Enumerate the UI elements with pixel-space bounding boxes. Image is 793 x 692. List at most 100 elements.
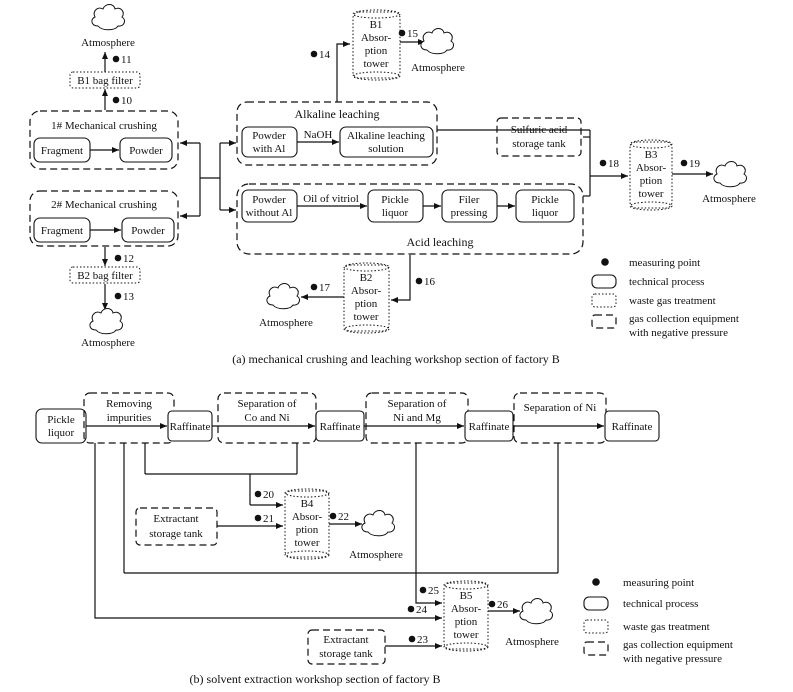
atmosphere-label: Atmosphere (411, 62, 465, 74)
process-label: liquor (532, 207, 559, 219)
measuring-point-26 (488, 600, 496, 608)
tower-label: ption (365, 45, 388, 57)
measuring-point-10 (112, 96, 120, 104)
measuring-point-label: 17 (319, 282, 331, 294)
alkaline-leaching-group (236, 101, 438, 166)
caption-a: (a) mechanical crushing and leaching wor… (232, 352, 560, 366)
mechanical-crushing-2-title: 2# Mechanical crushing (51, 199, 157, 211)
process-label: with Al (253, 143, 286, 155)
measuring-point-label: 23 (417, 634, 429, 646)
legend-label: technical process (629, 276, 704, 288)
mechanical-crushing-1-title: 1# Mechanical crushing (51, 120, 157, 132)
measuring-point-label: 13 (123, 291, 135, 303)
measuring-point-label: 22 (338, 511, 349, 523)
process-label: liquor (382, 207, 409, 219)
b1-bag-filter-label: B1 bag filter (77, 75, 133, 87)
legend-measuring-point-icon (592, 578, 600, 586)
atmosphere-cloud-icon (89, 308, 124, 335)
separation-ni-group (513, 392, 607, 444)
group-title: Separation of (238, 398, 297, 410)
b1-absorption-tower (352, 9, 401, 81)
group-title: Removing (106, 398, 152, 410)
pickle-liquor-process (515, 189, 575, 223)
mechanical-crushing-2-group (29, 190, 179, 247)
atmosphere-cloud-icon (420, 28, 455, 55)
tower-label: ption (640, 175, 663, 187)
tower-label: tower (353, 311, 378, 323)
naoh-label: NaOH (304, 129, 333, 141)
legend-measuring-point-icon (601, 258, 609, 266)
process-label: Raffinate (469, 421, 510, 433)
measuring-point-12 (114, 254, 122, 262)
measuring-point-11 (112, 55, 120, 63)
tower-label: Absor- (292, 511, 323, 523)
alkaline-leaching-title: Alkaline leaching (295, 107, 380, 121)
tank-label: storage tank (149, 528, 203, 540)
atmosphere-cloud-icon (519, 598, 554, 625)
measuring-point-16 (415, 277, 423, 285)
legend-label: with negative pressure (623, 653, 722, 665)
legend-label: measuring point (629, 257, 700, 269)
tower-label: ption (355, 298, 378, 310)
legend-label: waste gas treatment (623, 621, 710, 633)
atmosphere-label: Atmosphere (349, 549, 403, 561)
tower-label: tower (363, 58, 388, 70)
powder-process (119, 137, 173, 163)
measuring-point-18 (599, 159, 607, 167)
process-label: Raffinate (320, 421, 361, 433)
tower-label: tower (294, 537, 319, 549)
tower-label: Absor- (636, 162, 667, 174)
measuring-point-label: 12 (123, 253, 134, 265)
b2-absorption-tower (343, 262, 390, 334)
measuring-point-24 (407, 605, 415, 613)
tower-label: B3 (645, 149, 658, 161)
measuring-point-25 (419, 586, 427, 594)
measuring-point-21 (254, 514, 262, 522)
measuring-point-label: 10 (121, 95, 133, 107)
powder-label: Powder (131, 225, 165, 237)
measuring-point-label: 16 (424, 276, 436, 288)
tower-label: Absor- (351, 285, 382, 297)
legend-label: gas collection equipment (623, 639, 733, 651)
process-label: pressing (451, 207, 488, 219)
tower-label: B5 (460, 590, 473, 602)
atmosphere-cloud-icon (713, 161, 748, 188)
measuring-point-14 (310, 50, 318, 58)
measuring-point-label: 11 (121, 54, 132, 66)
separation-ni-mg-group (365, 392, 469, 444)
measuring-point-19 (680, 159, 688, 167)
powder-process (121, 217, 175, 243)
b2-bag-filter-label: B2 bag filter (77, 270, 133, 282)
sulfuric-acid-storage-tank (496, 117, 582, 157)
measuring-point-label: 20 (263, 489, 275, 501)
extractant-storage-tank (307, 629, 386, 665)
powder-label: Powder (129, 145, 163, 157)
tank-label: storage tank (319, 648, 373, 660)
legend-label: waste gas treatment (629, 295, 716, 307)
group-title: impurities (107, 412, 152, 424)
tank-label: storage tank (512, 138, 566, 150)
legend-label: technical process (623, 598, 698, 610)
atmosphere-cloud-icon (91, 4, 126, 31)
tower-label: tower (638, 188, 663, 200)
tower-label: Absor- (451, 603, 482, 615)
tower-label: Absor- (361, 32, 392, 44)
legend-waste-gas-icon (583, 619, 609, 634)
atmosphere-label: Atmosphere (259, 317, 313, 329)
process-label: Alkaline leaching (347, 130, 425, 142)
legend-label: measuring point (623, 577, 694, 589)
measuring-point-13 (114, 292, 122, 300)
legend-waste-gas-icon (591, 293, 617, 308)
acid-leaching-group (236, 183, 584, 255)
group-title: Ni and Mg (393, 412, 441, 424)
process-label: Pickle (47, 414, 75, 426)
legend-technical-process-icon (591, 274, 617, 289)
measuring-point-15 (398, 29, 406, 37)
measuring-point-label: 19 (689, 158, 701, 170)
acid-leaching-title: Acid leaching (407, 235, 474, 249)
caption-b: (b) solvent extraction workshop section … (190, 672, 441, 686)
group-title: Separation of Ni (524, 402, 597, 414)
process-label: solution (368, 143, 404, 155)
process-label: Raffinate (170, 421, 211, 433)
tower-label: tower (453, 629, 478, 641)
